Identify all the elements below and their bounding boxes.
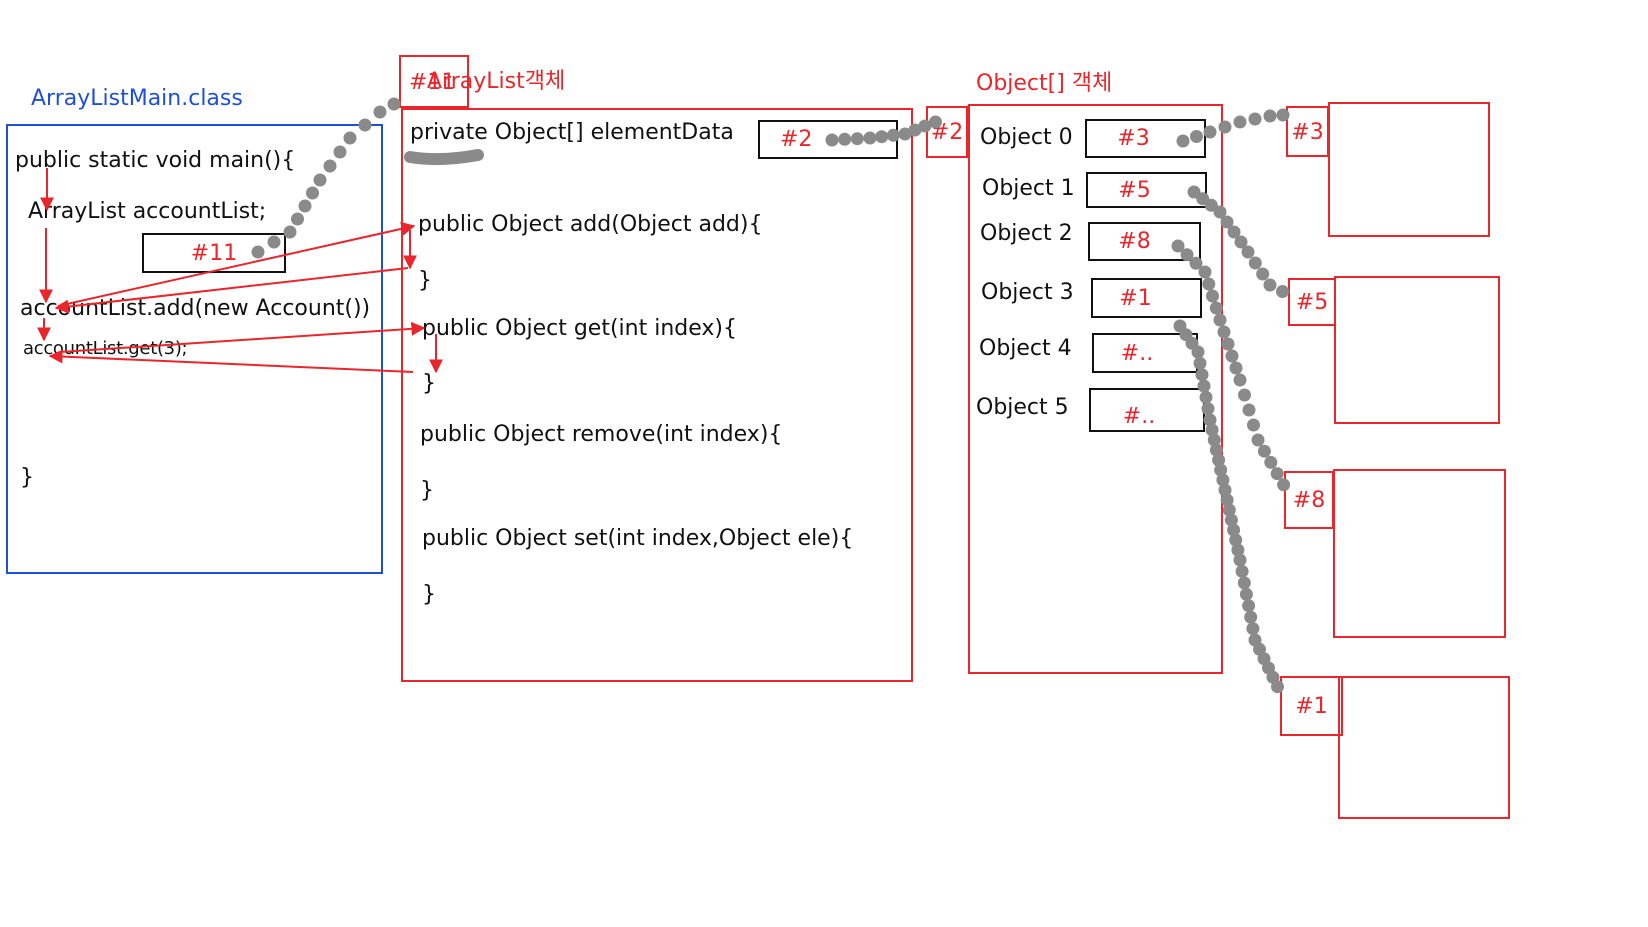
slot-ref-box-1: #5 [1086, 172, 1207, 208]
trail-3-dot [1263, 109, 1277, 123]
trail-8-dot [1238, 388, 1251, 402]
trail-1-dot [1246, 622, 1260, 636]
trail-1-dot [1235, 564, 1249, 578]
slot-ref-box-3: #1 [1091, 278, 1202, 318]
heap-addr-box-1: #1 [1280, 676, 1343, 736]
method-get-signature: public Object get(int index){ [422, 316, 737, 341]
trail-1-dot [1229, 533, 1243, 547]
trail-1-dot [1248, 633, 1262, 647]
trail-8-dot [1229, 361, 1243, 375]
heap-addr-box-5: #5 [1288, 278, 1336, 326]
trail-8-dot [1270, 467, 1284, 481]
object-array-addr-box: #2 [926, 106, 968, 158]
method-remove-signature: public Object remove(int index){ [420, 422, 783, 447]
slot-label-2: Object 2 [980, 221, 1073, 246]
object-array-box [968, 104, 1223, 674]
trail-5-dot [1241, 245, 1255, 259]
object-array-addr-label: #2 [930, 119, 964, 145]
trail-1-dot [1239, 587, 1253, 601]
code-line-declare: ArrayList accountList; [28, 199, 267, 224]
trail-1-dot [1262, 661, 1275, 675]
trail-8-dot [1233, 373, 1247, 387]
slot-ref-5: #.. [1122, 403, 1156, 429]
trail-5-dot [1263, 278, 1277, 292]
trail-11-dot [373, 105, 387, 119]
slot-ref-box-4: #.. [1092, 333, 1198, 373]
slot-ref-4: #.. [1120, 340, 1154, 366]
slot-ref-0: #3 [1117, 126, 1150, 151]
trail-3-dot [1233, 115, 1247, 129]
method-set-close: } [422, 582, 436, 607]
trail-1-dot [1231, 543, 1245, 557]
slot-label-4: Object 4 [979, 336, 1072, 361]
code-line-main-close: } [20, 465, 34, 490]
heap-addr-box-3: #3 [1286, 106, 1329, 157]
trail-8-dot [1242, 403, 1256, 417]
trail-8-dot [1221, 337, 1235, 351]
method-add-signature: public Object add(Object add){ [418, 212, 763, 237]
heap-addr-3: #3 [1291, 120, 1324, 145]
slot-ref-3: #1 [1119, 285, 1152, 311]
slot-ref-2: #8 [1118, 229, 1151, 254]
trail-1-dot [1237, 576, 1251, 590]
trail-1-dot [1266, 670, 1280, 684]
heap-object-3 [1328, 102, 1490, 237]
heap-addr-1: #1 [1295, 693, 1328, 719]
slot-label-5: Object 5 [976, 395, 1069, 420]
trail-5-dot [1256, 267, 1270, 281]
trail-5-dot [1227, 225, 1241, 239]
trail-8-dot [1247, 418, 1260, 432]
element-data-ref-box: #2 [758, 120, 898, 159]
code-line-main: public static void main(){ [15, 148, 296, 173]
trail-5-dot [1248, 256, 1262, 270]
trail-1-dot [1224, 513, 1238, 527]
heap-addr-8: #8 [1292, 487, 1326, 513]
heap-object-1 [1338, 676, 1510, 819]
trail-3-dot [1248, 112, 1262, 126]
slot-label-0: Object 0 [980, 125, 1073, 150]
trail-1-dot [1227, 523, 1241, 537]
slot-ref-box-2: #8 [1088, 222, 1201, 261]
slot-ref-1: #5 [1118, 177, 1151, 203]
slot-ref-box-5: #.. [1089, 388, 1205, 432]
arraylist-object-box [401, 108, 913, 682]
trail-1-dot [1244, 610, 1258, 624]
method-get-close: } [422, 371, 436, 396]
method-add-close: } [418, 268, 432, 293]
heap-object-8 [1333, 469, 1506, 638]
heap-object-5 [1334, 276, 1500, 424]
element-data-ref: #2 [780, 127, 813, 152]
slot-label-3: Object 3 [981, 280, 1074, 305]
trail-1-dot [1233, 553, 1247, 567]
trail-8-dot [1264, 455, 1278, 469]
method-set-signature: public Object set(int index,Object ele){ [422, 526, 854, 551]
object-array-title: Object[] 객체 [976, 71, 1113, 96]
heap-addr-box-8: #8 [1284, 471, 1334, 529]
method-remove-close: } [420, 478, 434, 503]
heap-addr-5: #5 [1295, 289, 1329, 315]
account-list-ref-box: #11 [142, 233, 286, 273]
code-line-add-call: accountList.add(new Account()) [20, 296, 371, 321]
trail-8-dot [1225, 349, 1239, 363]
main-class-title: ArrayListMain.class [31, 86, 243, 111]
slot-label-1: Object 1 [982, 176, 1075, 201]
account-list-ref: #11 [190, 240, 238, 266]
arraylist-object-title: ArrayList객체 [427, 69, 566, 94]
trail-1-dot [1222, 503, 1236, 517]
code-line-get-call: accountList.get(3); [23, 338, 188, 359]
arraylist-addr-label: #11 [409, 70, 456, 95]
trail-1-dot [1253, 642, 1266, 656]
trail-8-dot [1257, 444, 1271, 458]
trail-5-dot [1234, 235, 1248, 249]
arraylist-addr-box [399, 55, 469, 108]
trail-1-dot [1242, 599, 1256, 613]
element-data-field: private Object[] elementData [410, 120, 734, 145]
slot-ref-box-0: #3 [1085, 119, 1206, 158]
trail-1-dot [1257, 652, 1271, 666]
trail-8-dot [1251, 433, 1265, 447]
